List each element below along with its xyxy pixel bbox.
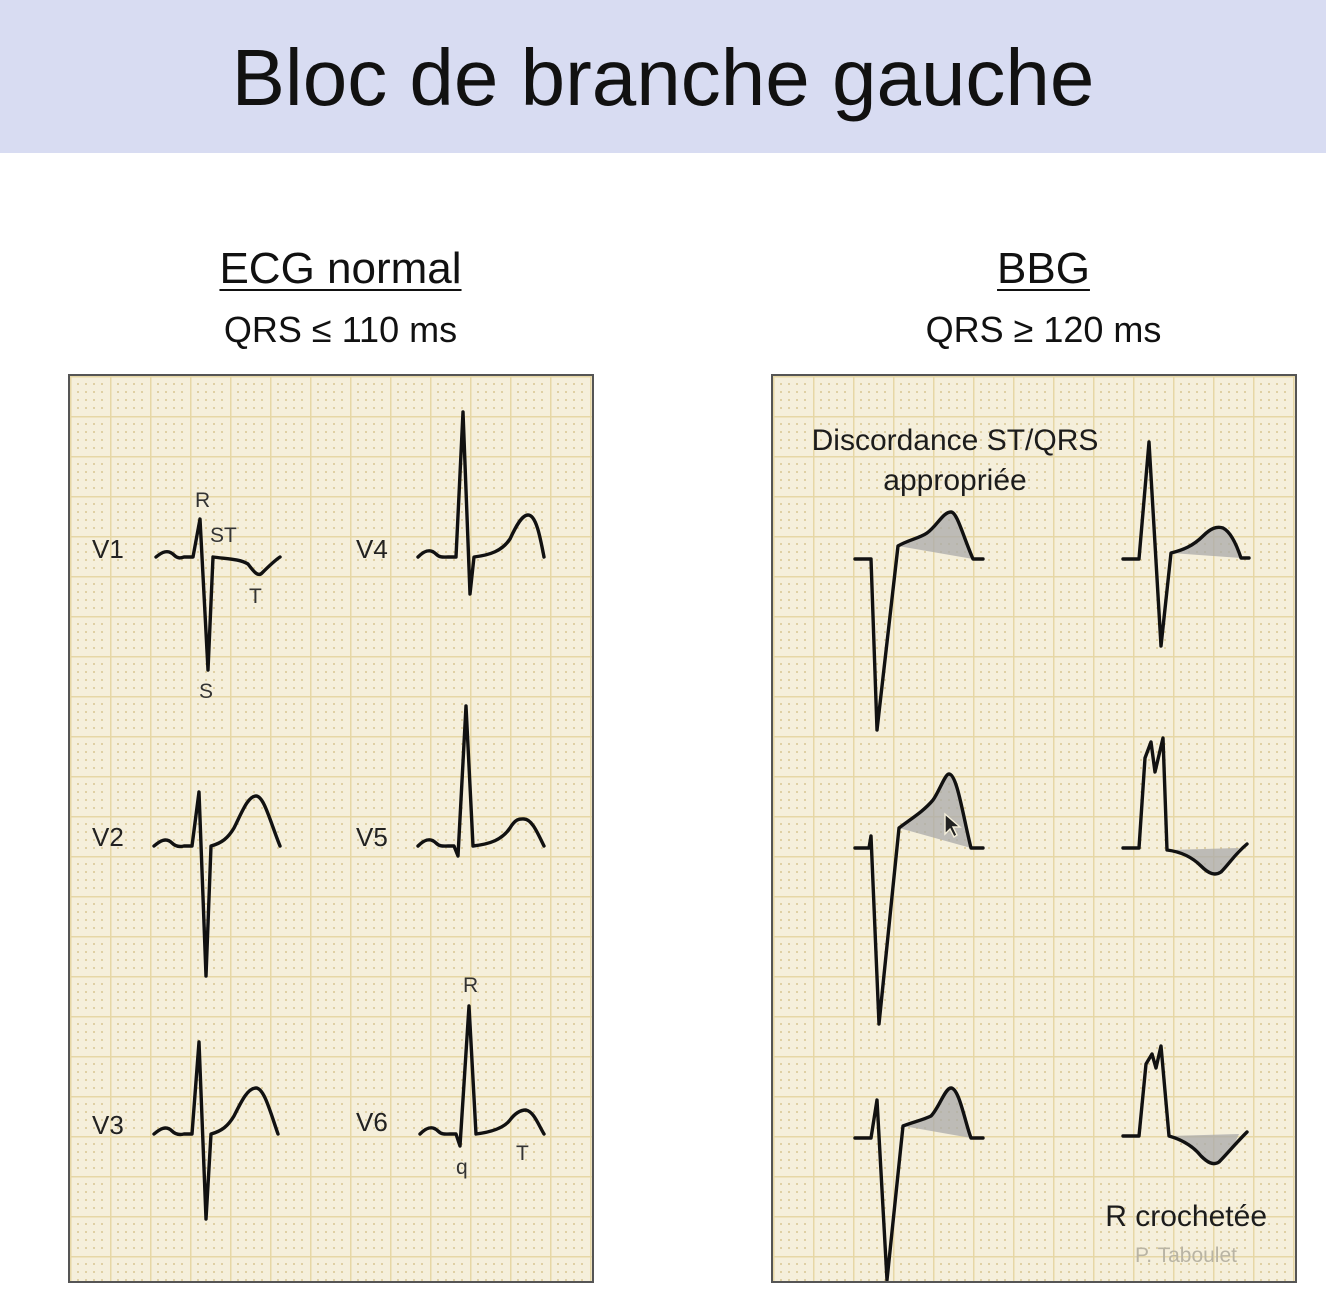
mouse-pointer-icon [944, 812, 962, 839]
normal-heading: ECG normal [219, 244, 462, 293]
v6-r-label: R [463, 974, 478, 997]
title-band [0, 0, 1326, 153]
trace-v5 [416, 704, 546, 858]
trace-v2 [152, 790, 282, 978]
v6-t-label: T [516, 1142, 529, 1165]
lead-label-v4: V4 [356, 534, 388, 564]
v1-st-label: ST [210, 524, 237, 547]
lead-label-v1: V1 [92, 534, 124, 564]
trace-bbg-left-bot [853, 1086, 985, 1281]
trace-v3 [152, 1040, 280, 1221]
lead-label-v3: V3 [92, 1110, 124, 1140]
trace-v6 [418, 1004, 546, 1148]
bbg-ecg-figure: Discordance ST/QRS appropriée R crocheté… [812, 424, 1267, 1281]
shading-right-bot [1169, 1134, 1239, 1164]
v6-q-label: q [456, 1156, 468, 1179]
discordance-note-line2: appropriée [883, 464, 1026, 497]
lead-label-v2: V2 [92, 822, 124, 852]
normal-subheading: QRS ≤ 110 ms [223, 309, 458, 350]
trace-bbg-right-bot [1121, 1044, 1249, 1166]
trace-bbg-right-mid [1121, 736, 1249, 876]
v1-r-label: R [195, 489, 210, 512]
bbg-heading: BBG [997, 244, 1090, 293]
shading-left-mid [899, 774, 971, 848]
trace-bbg-left-top [853, 510, 985, 732]
v1-s-label: S [199, 680, 213, 703]
r-crochetee-note: R crochetée [1105, 1200, 1267, 1233]
v1-t-label: T [249, 585, 262, 608]
shading-left-bot [903, 1088, 971, 1138]
trace-bbg-left-mid [853, 772, 985, 1026]
normal-ecg-figure: V1 V2 V3 V4 V5 V6 R ST T S R q T [92, 410, 546, 1221]
slide-title: Bloc de branche gauche [231, 33, 1095, 122]
trace-bbg-right-top [1121, 440, 1251, 648]
trace-v1 [154, 517, 282, 672]
trace-v4 [416, 410, 546, 596]
bbg-subheading: QRS ≥ 120 ms [925, 309, 1162, 350]
normal-ecg-panel: V1 V2 V3 V4 V5 V6 R ST T S R q T [68, 374, 594, 1283]
discordance-note-line1: Discordance ST/QRS [812, 424, 1099, 457]
bbg-ecg-panel: Discordance ST/QRS appropriée R crocheté… [771, 374, 1297, 1283]
lead-label-v5: V5 [356, 822, 388, 852]
shading-left-top [898, 512, 973, 559]
shading-right-top [1171, 527, 1241, 558]
author-credit: P. Taboulet [1135, 1244, 1237, 1267]
lead-label-v6: V6 [356, 1107, 388, 1137]
